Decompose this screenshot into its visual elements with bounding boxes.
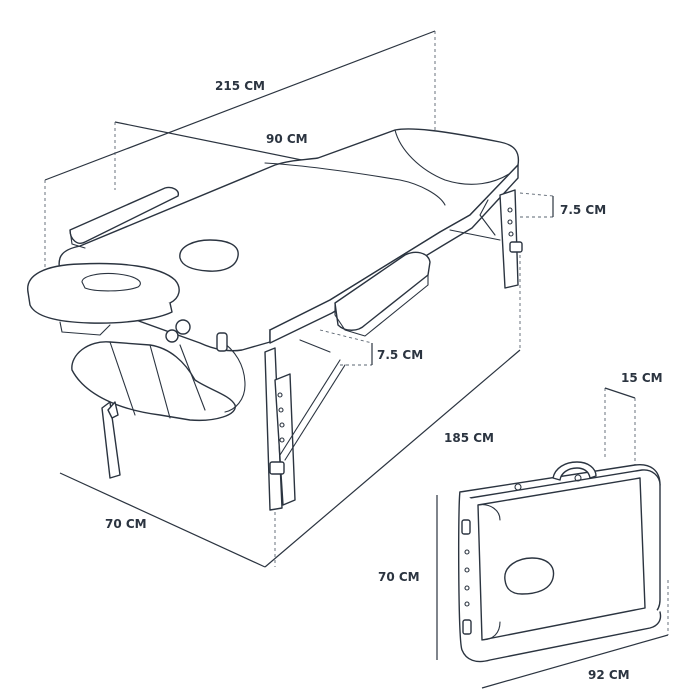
leg-hole-icon bbox=[278, 407, 284, 413]
head-rest-opening-icon bbox=[81, 272, 141, 292]
case-face bbox=[477, 477, 646, 641]
label-case-70-cm: 70 CM bbox=[378, 570, 420, 584]
case-top-edge bbox=[469, 469, 661, 499]
case-rivet-icon bbox=[514, 483, 522, 491]
far-armrest-edge bbox=[69, 229, 86, 249]
label-70-cm: 70 CM bbox=[105, 517, 147, 531]
case-rivet-icon bbox=[574, 474, 582, 482]
case-hole-icon bbox=[464, 549, 470, 555]
case-handle-icon bbox=[552, 461, 597, 481]
leg-hinge bbox=[107, 401, 119, 419]
head-rest-edge bbox=[27, 291, 173, 324]
leg-hole-icon bbox=[507, 207, 513, 213]
table-pad-edge bbox=[394, 129, 516, 185]
face-hole-icon bbox=[179, 239, 239, 272]
label-7-5-cm-top: 7.5 CM bbox=[560, 203, 606, 217]
latch-icon bbox=[216, 332, 228, 352]
cable bbox=[219, 339, 246, 413]
label-90-cm: 90 CM bbox=[266, 132, 308, 146]
storage-shelf bbox=[71, 341, 236, 422]
adjuster-knob-icon bbox=[165, 329, 179, 343]
case-hole-icon bbox=[464, 567, 470, 573]
dim-guide bbox=[519, 192, 554, 197]
label-215-cm: 215 CM bbox=[215, 79, 265, 93]
leg-brace bbox=[284, 364, 346, 461]
far-armrest bbox=[69, 186, 179, 244]
dim-line-185 bbox=[264, 349, 521, 568]
leg-brace bbox=[279, 359, 341, 456]
table-side-edge bbox=[269, 164, 519, 344]
dim-line-15 bbox=[604, 387, 636, 399]
leg-hole-icon bbox=[279, 422, 285, 428]
leg-cable bbox=[299, 339, 331, 353]
leg-hole-icon bbox=[508, 231, 514, 237]
case-hole-icon bbox=[464, 585, 470, 591]
label-185-cm: 185 CM bbox=[444, 431, 494, 445]
label-7-5-cm-side: 7.5 CM bbox=[377, 348, 423, 362]
table-section-seam bbox=[264, 162, 446, 206]
near-armrest-edge bbox=[334, 274, 429, 337]
case-hinge-icon bbox=[462, 619, 472, 635]
leg-front-left bbox=[101, 401, 121, 479]
case-face-hole-icon bbox=[504, 557, 555, 595]
dim-line-92 bbox=[481, 634, 669, 689]
leg-brace bbox=[479, 199, 496, 236]
leg-lock-icon bbox=[269, 461, 285, 475]
adjuster-knob-icon bbox=[175, 319, 191, 335]
leg-hole-icon bbox=[279, 437, 285, 443]
case-hinge-icon bbox=[461, 519, 471, 535]
leg-hole-icon bbox=[507, 219, 513, 225]
leg-hole-icon bbox=[277, 392, 283, 398]
leg-back-right bbox=[499, 189, 519, 289]
label-92-cm: 92 CM bbox=[588, 668, 630, 682]
leg-lock-icon bbox=[509, 241, 523, 253]
leg-cable bbox=[449, 229, 501, 241]
dim-guide bbox=[319, 329, 373, 344]
case-corner bbox=[477, 504, 501, 521]
dim-line-215 bbox=[44, 30, 436, 181]
shelf-strap bbox=[179, 344, 206, 411]
dim-line-70 bbox=[59, 472, 266, 568]
case-hole-icon bbox=[464, 601, 470, 607]
head-rest-bracket bbox=[59, 321, 111, 336]
label-15-cm: 15 CM bbox=[621, 371, 663, 385]
shelf-strap bbox=[109, 341, 136, 416]
case-corner bbox=[481, 621, 501, 641]
shelf-strap bbox=[149, 344, 171, 419]
